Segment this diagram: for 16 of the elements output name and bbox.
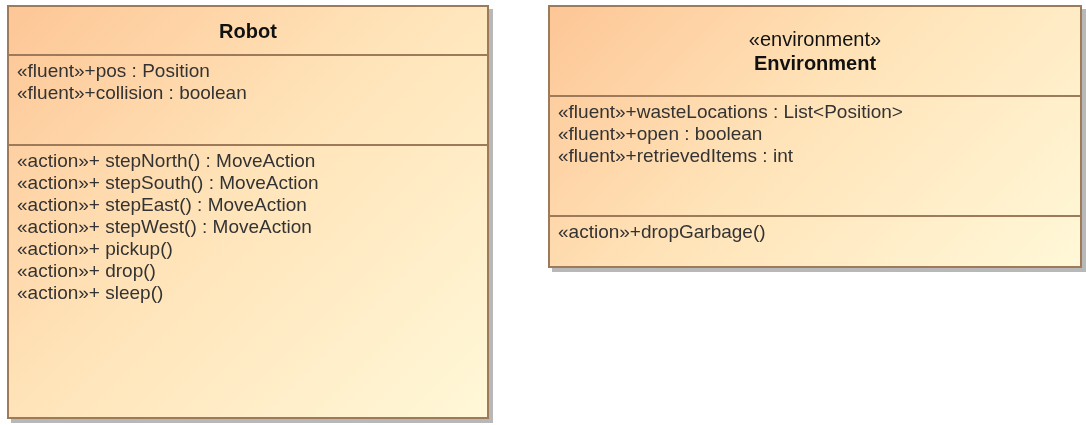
class-member: «action»+ stepSouth() : MoveAction <box>17 172 320 194</box>
stereotype-label: «environment» <box>747 27 883 51</box>
class-member: «fluent»+collision : boolean <box>17 82 248 104</box>
class-member: «action»+ sleep() <box>17 282 165 304</box>
class-name: Environment <box>752 51 878 75</box>
class-name: Robot <box>218 18 278 43</box>
class-member: «action»+dropGarbage() <box>558 221 767 243</box>
class-member: «fluent»+pos : Position <box>17 60 211 82</box>
class-member: «action»+ stepWest() : MoveAction <box>17 216 313 238</box>
class-member: «fluent»+wasteLocations : List<Position> <box>558 101 904 123</box>
class-member: «action»+ stepEast() : MoveAction <box>17 194 308 216</box>
class-member: «action»+ drop() <box>17 260 157 282</box>
class-member: «action»+ pickup() <box>17 238 174 260</box>
class-member: «action»+ stepNorth() : MoveAction <box>17 150 317 172</box>
class-member: «fluent»+open : boolean <box>558 123 764 145</box>
class-member: «fluent»+retrievedItems : int <box>558 145 794 167</box>
